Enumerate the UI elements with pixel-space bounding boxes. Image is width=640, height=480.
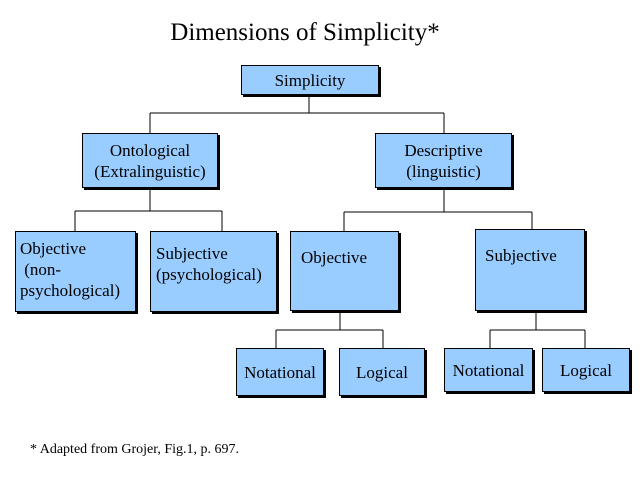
node-subjective-logical-label: Logical (560, 360, 612, 380)
node-simplicity-label: Simplicity (274, 70, 346, 90)
node-descriptive-subjective: Subjective (475, 229, 585, 311)
node-objective-logical: Logical (339, 348, 425, 396)
node-subjective-notational-label: Notational (452, 360, 525, 380)
diagram-title: Dimensions of Simplicity* (170, 19, 440, 46)
node-objective-logical-label: Logical (356, 362, 408, 382)
node-descriptive-objective-label: Objective (301, 248, 368, 267)
node-ontological-subjective: Subjective (psychological) (150, 231, 277, 312)
node-subjective-logical: Logical (542, 348, 630, 392)
node-objective-notational: Notational (236, 348, 324, 396)
node-descriptive-objective: Objective (290, 231, 399, 311)
node-subjective-notational: Notational (444, 348, 533, 392)
node-ontological-subjective-label: Subjective (psychological) (156, 244, 262, 284)
node-simplicity: Simplicity (241, 65, 379, 95)
node-ontological-objective: Objective (non- psychological) (15, 231, 136, 312)
node-descriptive-subjective-label: Subjective (485, 246, 557, 265)
node-descriptive-label: Descriptive (linguistic) (404, 140, 483, 181)
node-ontological-objective-label: Objective (non- psychological) (20, 239, 121, 300)
node-objective-notational-label: Notational (244, 362, 316, 382)
node-ontological: Ontological (Extralinguistic) (82, 133, 218, 188)
footnote: * Adapted from Grojer, Fig.1, p. 697. (30, 442, 240, 457)
node-descriptive: Descriptive (linguistic) (375, 133, 512, 188)
node-ontological-label: Ontological (Extralinguistic) (94, 140, 206, 181)
